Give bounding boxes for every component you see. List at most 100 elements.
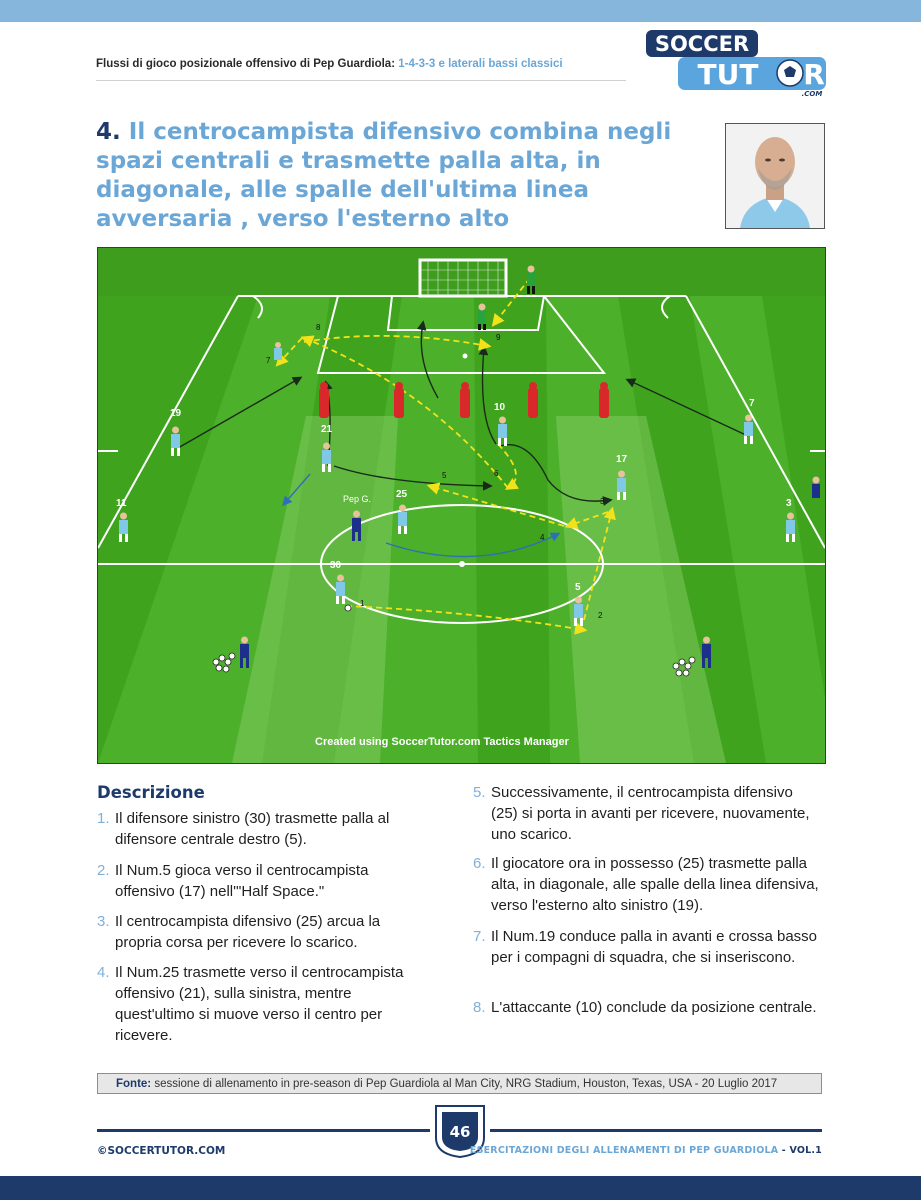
item-number: 1. xyxy=(97,810,110,827)
logo-word-soccer: SOCCER xyxy=(655,32,749,56)
diagram-watermark: Created using SoccerTutor.com Tactics Ma… xyxy=(315,736,570,748)
running-header: Flussi di gioco posizionale offensivo di… xyxy=(96,58,563,70)
item-text: Il Num.25 trasmette verso il centrocampi… xyxy=(115,964,404,1044)
exercise-title-text: Il centrocampista difensivo combina negl… xyxy=(96,119,672,232)
action-number-1: 1 xyxy=(360,599,365,608)
footer-book-title: ESERCITAZIONI DEGLI ALLENAMENTI DI PEP G… xyxy=(470,1145,822,1156)
description-heading: Descrizione xyxy=(97,783,205,802)
action-number-7: 7 xyxy=(266,356,271,365)
item-number: 5. xyxy=(473,784,486,801)
action-numbers: 1 2 3 4 5 6 7 8 9 xyxy=(266,323,605,620)
football-icon xyxy=(776,59,804,87)
player-17[interactable] xyxy=(617,470,626,501)
exercise-title: 4. Il centrocampista difensivo combina n… xyxy=(96,118,716,234)
player-3[interactable] xyxy=(786,512,795,543)
mannequin xyxy=(319,382,329,418)
label-7: 7 xyxy=(749,398,755,409)
player-7[interactable] xyxy=(744,414,753,445)
mannequin xyxy=(460,382,470,418)
item-text: Il Num.5 gioca verso il centrocampista o… xyxy=(115,862,369,900)
item-number: 2. xyxy=(97,862,110,879)
player-5[interactable] xyxy=(574,596,583,627)
player-11[interactable] xyxy=(119,512,128,543)
player-labels: 19 21 10 7 17 25 11 3 30 5 Pep G. xyxy=(116,398,792,593)
label-17: 17 xyxy=(616,454,628,465)
coach-pep-figure[interactable] xyxy=(352,510,361,542)
goalkeeper-figure xyxy=(527,265,535,294)
item-text: Successivamente, il centrocampista difen… xyxy=(491,784,810,843)
players xyxy=(119,342,820,668)
page-number: 46 xyxy=(450,1123,471,1141)
player-10[interactable] xyxy=(498,416,507,447)
mannequin xyxy=(394,382,404,418)
source-text: sessione di allenamento in pre-season di… xyxy=(151,1078,778,1090)
item-number: 3. xyxy=(97,913,110,930)
footer-volume: - VOL.1 xyxy=(778,1145,822,1156)
top-color-band xyxy=(0,0,921,22)
label-10: 10 xyxy=(494,402,506,413)
label-11: 11 xyxy=(116,498,127,509)
item-number: 6. xyxy=(473,855,486,872)
description-item-8: 8. L'attaccante (10) conclude da posizio… xyxy=(473,997,823,1018)
description-item-5: 5. Successivamente, il centrocampista di… xyxy=(473,782,823,845)
mannequin xyxy=(599,382,609,418)
player-19[interactable] xyxy=(171,426,180,457)
page-number-badge: 46 xyxy=(430,1105,490,1158)
logo-word-suffix: R xyxy=(803,58,825,91)
source-label: Fonte: xyxy=(116,1078,152,1090)
player-7-runner[interactable] xyxy=(274,342,282,360)
action-number-6: 6 xyxy=(494,469,499,478)
ball-piles xyxy=(212,604,696,677)
label-25: 25 xyxy=(396,489,408,500)
item-number: 4. xyxy=(97,964,110,981)
action-number-9: 9 xyxy=(496,333,501,342)
description-item-1: 1. Il difensore sinistro (30) trasmette … xyxy=(97,808,427,850)
item-text: Il giocatore ora in possesso (25) trasme… xyxy=(491,855,819,914)
coach-figure xyxy=(812,476,820,498)
footer-book-name: ESERCITAZIONI DEGLI ALLENAMENTI DI PEP G… xyxy=(469,1145,779,1156)
description-item-4: 4. Il Num.25 trasmette verso il centroca… xyxy=(97,962,427,1046)
description-item-6: 6. Il giocatore ora in possesso (25) tra… xyxy=(473,853,823,916)
goalkeeper-figure xyxy=(478,303,486,330)
bottom-color-band xyxy=(0,1176,921,1200)
action-number-4: 4 xyxy=(540,533,545,542)
header-divider xyxy=(96,80,626,81)
logo-domain: .COM xyxy=(802,90,823,98)
item-text: Il centrocampista difensivo (25) arcua l… xyxy=(115,913,381,951)
soccertutor-logo[interactable]: SOCCER TUT R .COM xyxy=(642,28,832,98)
label-30: 30 xyxy=(330,560,342,571)
exercise-number: 4. xyxy=(96,119,121,145)
goal xyxy=(418,258,508,298)
footer-copyright: ©SOCCERTUTOR.COM xyxy=(97,1145,226,1157)
label-21: 21 xyxy=(321,424,333,435)
running-header-accent: 1-4-3-3 e laterali bassi classici xyxy=(398,58,563,70)
source-note: Fonte: sessione di allenamento in pre-se… xyxy=(97,1073,822,1094)
label-5: 5 xyxy=(575,582,581,593)
item-text: Il Num.19 conduce palla in avanti e cros… xyxy=(491,928,818,966)
player-25[interactable] xyxy=(398,504,407,535)
logo-word-tutor: TUT xyxy=(698,58,759,91)
player-30[interactable] xyxy=(336,574,345,605)
label-3: 3 xyxy=(786,498,792,509)
coach-figure xyxy=(240,636,249,668)
action-number-8: 8 xyxy=(316,323,321,332)
item-text: L'attaccante (10) conclude da posizione … xyxy=(491,999,817,1016)
mannequins xyxy=(319,382,609,418)
action-number-5: 5 xyxy=(442,471,447,480)
item-number: 8. xyxy=(473,999,486,1016)
coach-figure xyxy=(702,636,711,668)
pitch: 1 2 3 4 5 6 7 8 9 xyxy=(97,248,826,763)
tactics-diagram: 1 2 3 4 5 6 7 8 9 xyxy=(97,247,826,764)
description-item-2: 2. Il Num.5 gioca verso il centrocampist… xyxy=(97,860,427,902)
coach-portrait xyxy=(725,123,825,229)
player-21[interactable] xyxy=(322,442,331,473)
label-pep: Pep G. xyxy=(343,494,371,504)
item-number: 7. xyxy=(473,928,486,945)
description-item-3: 3. Il centrocampista difensivo (25) arcu… xyxy=(97,911,427,953)
action-number-2: 2 xyxy=(598,611,603,620)
description-item-7: 7. Il Num.19 conduce palla in avanti e c… xyxy=(473,926,823,968)
action-number-3: 3 xyxy=(600,497,605,506)
label-19: 19 xyxy=(170,408,182,419)
item-text: Il difensore sinistro (30) trasmette pal… xyxy=(115,810,390,848)
mannequin xyxy=(528,382,538,418)
